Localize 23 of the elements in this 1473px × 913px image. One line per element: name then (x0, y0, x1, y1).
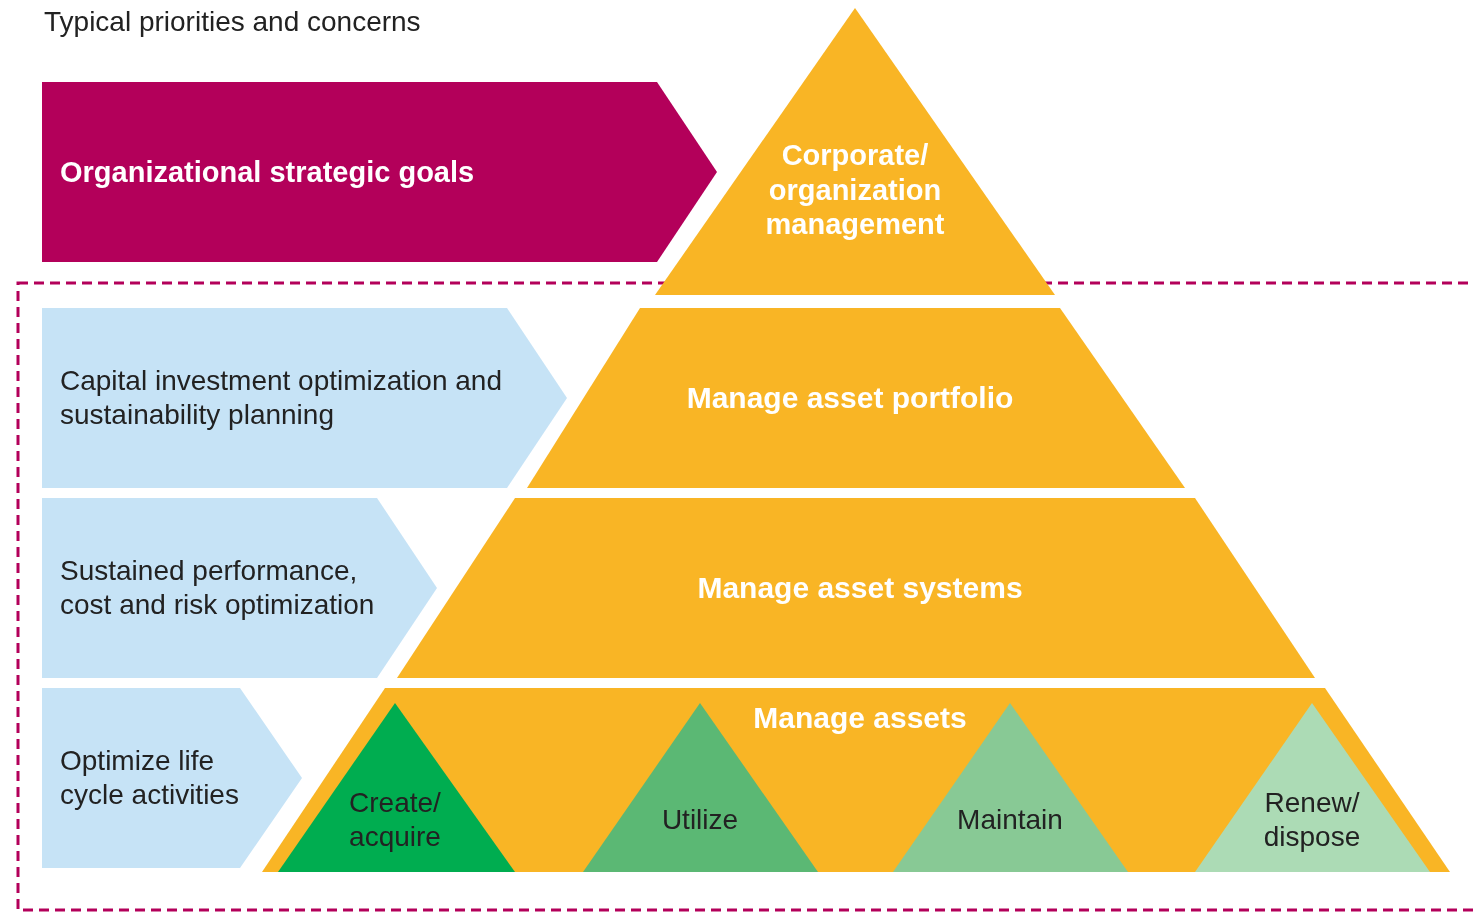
triangle-label: Maintain (957, 803, 1063, 837)
concern-banner (42, 308, 567, 488)
tier-label: Manage asset systems (697, 570, 1023, 606)
banner-label: Sustained performance, cost and risk optimization (60, 554, 376, 622)
pyramid-apex (655, 8, 1055, 295)
concern-banner (42, 688, 302, 868)
triangle-label: Utilize (661, 803, 739, 837)
pyramid-tier (397, 498, 1315, 678)
banner-label: Optimize life cycle activities (60, 744, 240, 812)
heading: Typical priorities and concerns (44, 6, 421, 38)
tier-label: Corporate/ organization management (764, 137, 946, 243)
pyramid-base-tier (262, 688, 1450, 872)
banner-label: Organizational strategic goals (60, 154, 475, 190)
lifecycle-triangle (278, 703, 515, 872)
goal-banner (42, 82, 717, 262)
triangle-label: Create/ acquire (348, 786, 442, 854)
tier-label: Manage assets (753, 700, 967, 736)
concern-banner (42, 498, 437, 678)
banner-label: Capital investment optimization and sustainability planning (60, 364, 503, 432)
triangle-label: Renew/ dispose (1262, 786, 1362, 854)
lifecycle-triangle (1195, 703, 1430, 872)
tier-label: Manage asset portfolio (686, 380, 1014, 416)
pyramid-tier (527, 308, 1185, 488)
